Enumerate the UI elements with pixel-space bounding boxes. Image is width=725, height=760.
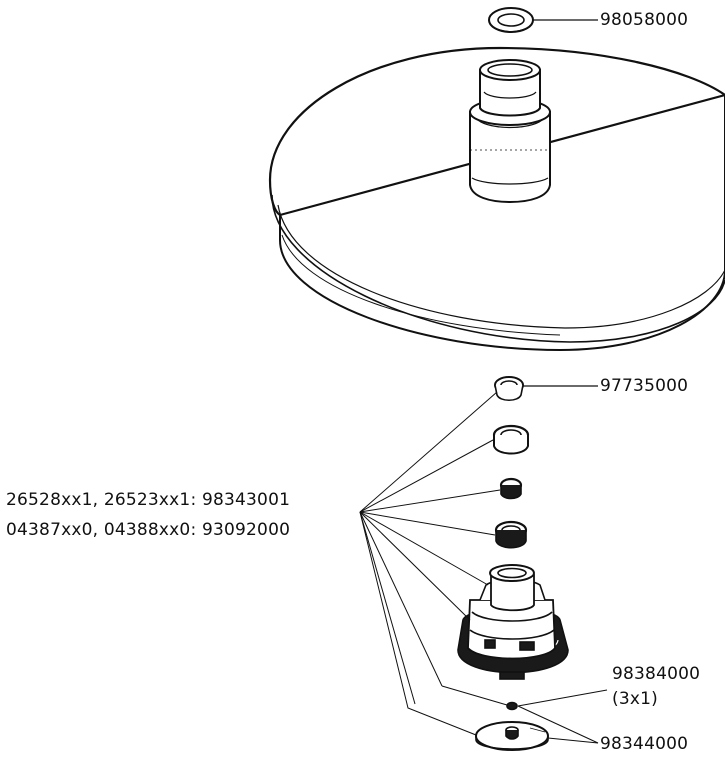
part-label-98058000: 98058000: [600, 10, 689, 30]
seat-ring: [494, 520, 528, 549]
small-ring: [499, 477, 523, 500]
adapter-ring: [492, 424, 530, 455]
part-label-97735000: 97735000: [600, 376, 689, 396]
flow-insert: [494, 376, 598, 402]
part-label-98384000: 98384000: [612, 664, 701, 684]
part-quantity-label: (3x1): [612, 689, 658, 709]
part-label-98344000: 98344000: [600, 734, 689, 754]
top-seal-ring: [488, 7, 598, 33]
group-label-line2: 04387xx0, 04388xx0: 93092000: [6, 520, 291, 540]
spray-disc: [475, 721, 549, 751]
o-ring: [506, 701, 518, 711]
ball-joint-body: [457, 564, 569, 680]
group-label-line1: 26528xx1, 26523xx1: 98343001: [6, 490, 291, 510]
leader-lines: [359, 391, 608, 744]
ball-joint-top: [469, 59, 551, 204]
